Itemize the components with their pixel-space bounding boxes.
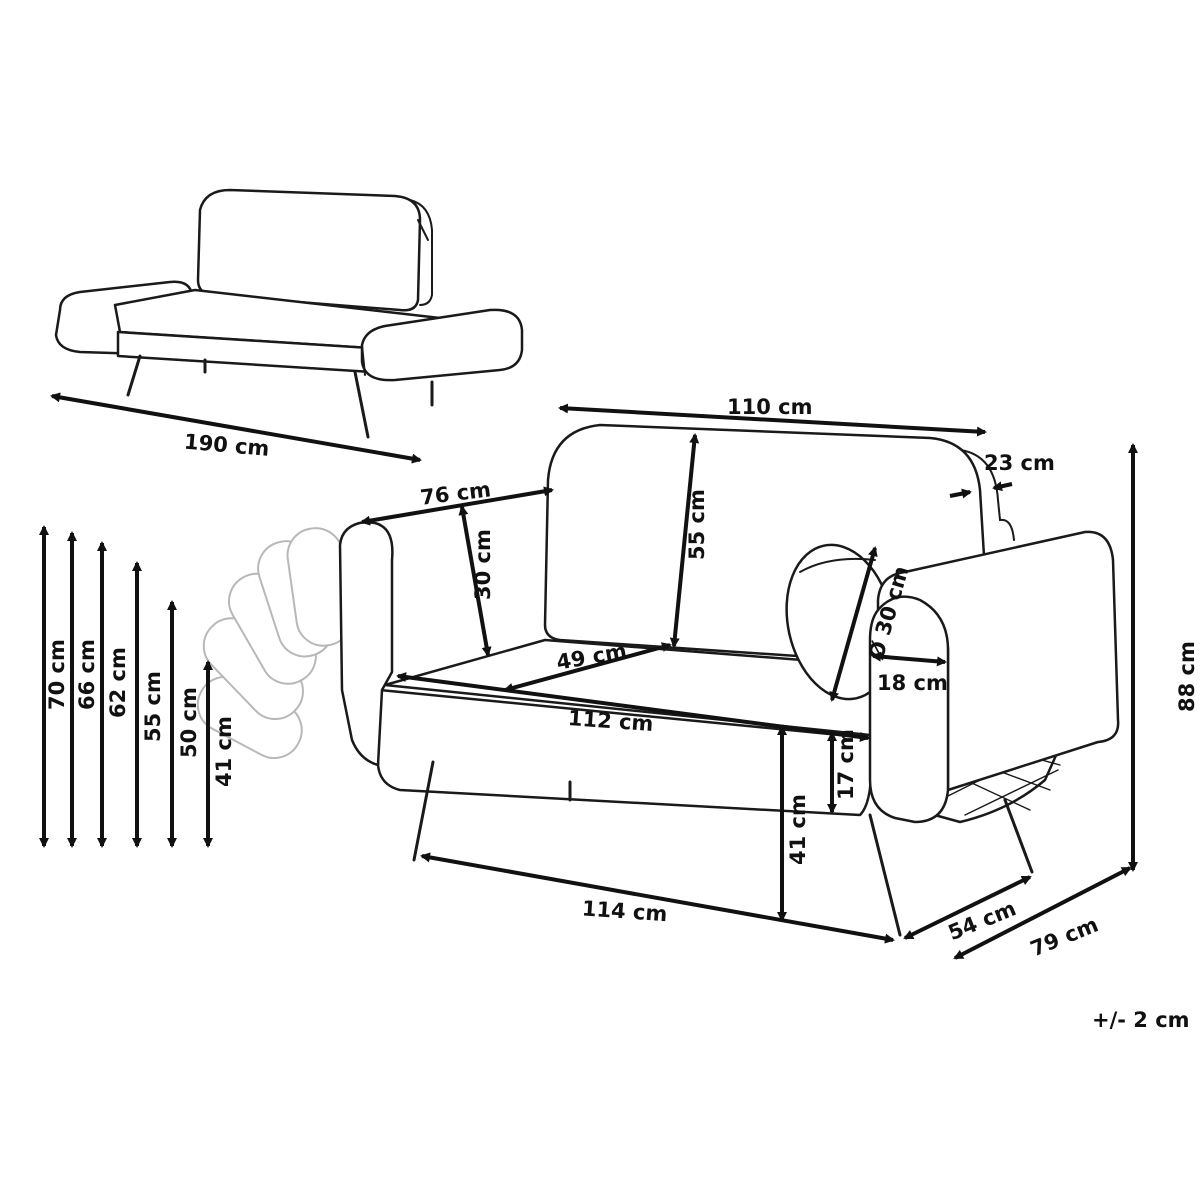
label-arm-50: 50 cm — [177, 687, 201, 758]
label-23: 23 cm — [984, 451, 1055, 475]
dim-arrow-190 — [50, 392, 422, 464]
label-arm-41: 41 cm — [212, 716, 236, 787]
armrest-recline-positions — [196, 527, 353, 760]
label-17: 17 cm — [834, 729, 858, 800]
label-54: 54 cm — [945, 896, 1020, 945]
label-arm-55: 55 cm — [141, 671, 165, 742]
label-30: 30 cm — [471, 529, 495, 600]
label-114: 114 cm — [581, 896, 668, 926]
label-arm-66: 66 cm — [75, 639, 99, 710]
label-76: 76 cm — [419, 477, 492, 509]
dimension-arrows — [39, 403, 1138, 960]
label-88: 88 cm — [1175, 641, 1199, 712]
label-110: 110 cm — [727, 395, 812, 419]
label-55-back: 55 cm — [685, 489, 709, 560]
label-arm-62: 62 cm — [106, 647, 130, 718]
label-18: 18 cm — [877, 671, 948, 695]
label-190: 190 cm — [183, 430, 270, 461]
tolerance-note: +/- 2 cm — [1092, 1008, 1190, 1032]
reclined-sofa-drawing — [54, 188, 524, 439]
label-112: 112 cm — [567, 706, 654, 736]
label-79: 79 cm — [1027, 912, 1102, 961]
label-41-seat: 41 cm — [786, 794, 810, 865]
label-arm-70: 70 cm — [45, 639, 69, 710]
